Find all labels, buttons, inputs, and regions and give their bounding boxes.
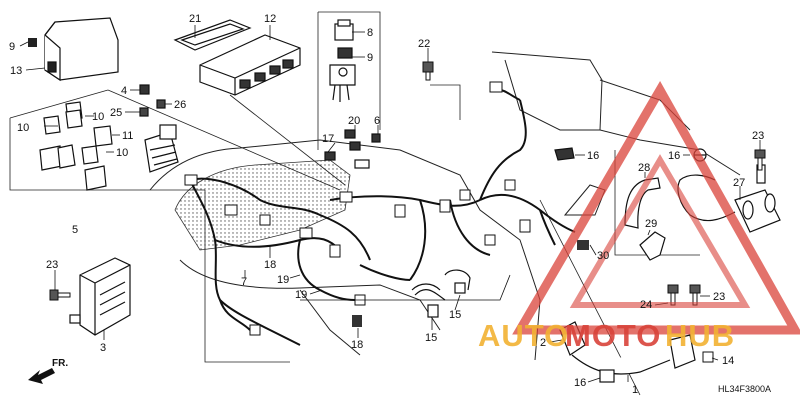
clip-part-30 xyxy=(577,240,589,250)
callout-label: 6 xyxy=(374,115,380,127)
callout-label: 25 xyxy=(110,107,122,119)
callout-label: 26 xyxy=(174,99,186,111)
callout-label: 1 xyxy=(632,384,638,396)
hose-29 xyxy=(639,231,666,261)
callout-label: 16 xyxy=(574,377,586,389)
watermark-part-1: AUTO xyxy=(478,318,569,353)
callouts: 9 13 21 12 8 9 22 4 25 26 10 10 11 10 17… xyxy=(9,13,764,396)
callout-label: 15 xyxy=(425,332,437,344)
bolt-part-22 xyxy=(422,61,434,81)
nut-part-14 xyxy=(702,351,714,363)
callout-label: 16 xyxy=(668,150,680,162)
callout-label: 19 xyxy=(277,274,289,286)
callout-label: 15 xyxy=(449,309,461,321)
control-unit-3 xyxy=(69,257,131,336)
callout-label: 18 xyxy=(351,339,363,351)
watermark-part-3: HUB xyxy=(665,318,735,353)
clamp-15 xyxy=(411,269,471,318)
callout-label: 27 xyxy=(733,177,745,189)
bolt-23-left xyxy=(49,289,71,301)
clamp-16-upper xyxy=(554,147,707,162)
fuse-block xyxy=(144,124,179,173)
callout-label: 8 xyxy=(367,27,373,39)
callout-label: 11 xyxy=(122,130,133,142)
group-lines xyxy=(9,11,700,396)
callout-label: 4 xyxy=(121,85,127,97)
callout-label: 23 xyxy=(752,130,764,142)
callout-label: 12 xyxy=(264,13,276,25)
callout-label: 10 xyxy=(116,147,128,159)
ecu-part-12 xyxy=(199,34,301,96)
hose-28 xyxy=(624,177,661,229)
callout-label: 17 xyxy=(322,133,334,145)
callout-label: 19 xyxy=(295,289,307,301)
callout-label: 5 xyxy=(72,224,78,236)
callout-label: 18 xyxy=(264,259,276,271)
front-label: FR. xyxy=(52,358,68,369)
watermark: AUTO MOTO HUB xyxy=(478,80,800,353)
callout-label: 23 xyxy=(713,291,725,303)
diagram-code: HL34F3800A xyxy=(718,384,771,394)
sensor-part-8 xyxy=(329,19,356,102)
callout-label: 29 xyxy=(645,218,657,230)
callout-label: 28 xyxy=(638,162,650,174)
fuse-box-cover xyxy=(44,17,119,82)
relay-group xyxy=(39,84,166,191)
callout-label: 9 xyxy=(367,52,373,64)
callout-label: 7 xyxy=(241,276,247,288)
callout-label: 9 xyxy=(9,41,15,53)
front-direction-indicator: FR. xyxy=(28,358,68,384)
callout-label: 30 xyxy=(597,250,609,262)
callout-label: 13 xyxy=(10,65,22,77)
engine-cover-shading xyxy=(174,159,351,251)
callout-label: 24 xyxy=(640,299,652,311)
main-harness xyxy=(189,89,576,346)
callout-label: 16 xyxy=(587,150,599,162)
callout-label: 10 xyxy=(17,122,29,134)
gasket-part-21 xyxy=(173,19,252,51)
callout-label: 10 xyxy=(92,111,104,123)
callout-label: 3 xyxy=(100,342,106,354)
callout-label: 23 xyxy=(46,259,58,271)
watermark-triangle xyxy=(512,80,800,335)
watermark-part-2: MOTO xyxy=(565,318,661,353)
small-parts xyxy=(324,129,381,169)
callout-label: 21 xyxy=(189,13,201,25)
callout-label: 20 xyxy=(348,115,360,127)
callout-label: 22 xyxy=(418,38,430,50)
callout-label: 2 xyxy=(540,337,546,349)
clip-part-18-lower xyxy=(352,315,362,327)
callout-label: 14 xyxy=(722,355,734,367)
front-arrow-icon xyxy=(28,368,55,384)
clip-part-9 xyxy=(28,38,37,47)
